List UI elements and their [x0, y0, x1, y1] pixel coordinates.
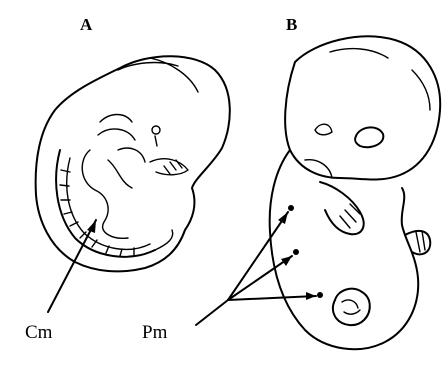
cm-label: Cm [25, 322, 53, 343]
pm-pointer-arrowhead-1 [278, 212, 288, 224]
pm-pointer-arrowhead-3 [306, 292, 316, 300]
pm-marker-3 [317, 292, 323, 298]
pm-callout: Pm [142, 212, 316, 343]
embryo-b-hindlimb-detail [342, 300, 360, 314]
embryo-a-somite-band [56, 150, 155, 257]
pm-marker-2 [293, 249, 299, 255]
panel-b: B [270, 15, 441, 349]
pm-leader-line [196, 300, 228, 325]
embryo-a-heart [82, 150, 128, 238]
embryo-a-ear [155, 136, 157, 146]
panel-a-label: A [80, 15, 93, 34]
panel-b-label: B [286, 15, 297, 34]
embryo-b-head [285, 36, 440, 179]
embryo-b-tail-rings [416, 231, 425, 252]
pm-marker-1 [288, 205, 294, 211]
embryo-b-hindlimb [333, 289, 370, 325]
embryo-a-eye [152, 126, 160, 134]
embryo-a-outline [36, 56, 230, 271]
pm-pointer-line-3 [228, 296, 316, 300]
cm-callout: Cm [25, 220, 96, 343]
pm-label: Pm [142, 322, 168, 343]
embryo-b-body [270, 150, 419, 349]
panel-a: A [36, 15, 230, 271]
embryo-a-tail [155, 230, 173, 250]
pm-pointer-arrowhead-2 [281, 256, 292, 266]
embryo-b-eye [355, 127, 383, 147]
cm-pointer-arrowhead [87, 220, 96, 233]
embryo-a-somite-band-inner [67, 158, 150, 249]
embryo-b-forelimb [320, 182, 364, 234]
embryo-b-head-contour [330, 49, 430, 110]
embryo-a-branchial-arches [98, 115, 145, 189]
